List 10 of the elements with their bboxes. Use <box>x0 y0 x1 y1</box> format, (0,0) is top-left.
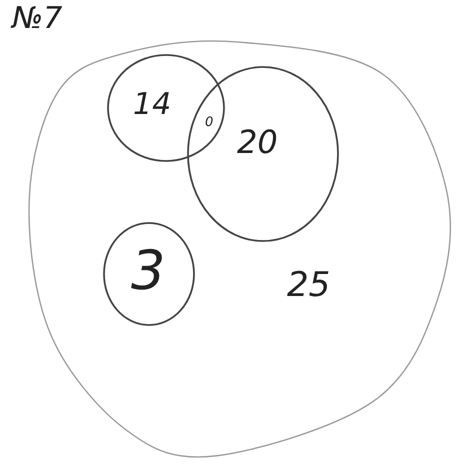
count-label: 25 <box>287 268 330 302</box>
set-circle <box>107 54 225 162</box>
count-label: 14 <box>133 90 172 120</box>
set-circle <box>187 66 339 242</box>
title: №7 <box>12 4 62 34</box>
count-label: 0 <box>205 116 214 129</box>
count-label: 3 <box>131 244 166 298</box>
count-label: 20 <box>237 126 278 158</box>
set-circle <box>103 222 195 326</box>
set-outline <box>28 40 451 458</box>
